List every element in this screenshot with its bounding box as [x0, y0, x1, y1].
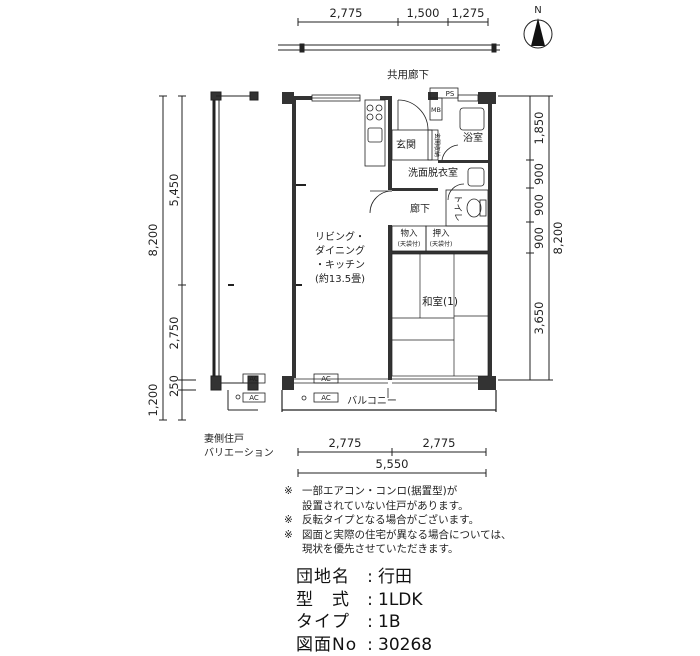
north-label: N — [534, 5, 541, 16]
dim-right-5: 3,650 — [532, 302, 546, 335]
notes: ※ 一部エアコン・コンロ(据置型)が 設置されていない住戸があります。 ※ 反転… — [284, 484, 511, 557]
info-key: 団地名 — [296, 566, 362, 589]
dim-left-small: 250 — [167, 375, 181, 397]
toilet-label: トイレ — [452, 194, 462, 221]
dim-right-1: 1,850 — [532, 112, 546, 145]
entrance-label: 玄関 — [396, 138, 416, 151]
note-mark: ※ — [284, 528, 293, 543]
ldk-label-3: ・キッチン — [315, 259, 365, 271]
closet-sub-label: (天袋付) — [430, 240, 453, 248]
tatami-mats — [392, 254, 488, 376]
dim-bottom-total: 5,550 — [376, 457, 409, 471]
note-text: 図面と実際の住宅が異なる場合については、 — [302, 528, 511, 543]
info-key: 型 式 — [296, 589, 362, 612]
ac-label-2: AC — [321, 394, 331, 402]
info-key: 図面No — [296, 634, 362, 656]
note-text-cont: 設置されていない住戸があります。 — [302, 499, 511, 514]
storage-label: 物入 — [400, 228, 418, 239]
info-value: 30268 — [378, 634, 432, 656]
dim-top-1: 2,775 — [330, 6, 363, 20]
ac-label-variation-2: AC — [249, 394, 259, 402]
japanese-room-label: 和室(1) — [422, 295, 458, 308]
north-compass: N — [524, 5, 552, 48]
note-text: 一部エアコン・コンロ(据置型)が — [302, 484, 511, 499]
dim-bottom-1: 2,775 — [329, 436, 362, 450]
info-value: 行田 — [378, 566, 412, 589]
dim-bottom-2: 2,775 — [423, 436, 456, 450]
dim-right-3: 900 — [532, 194, 546, 216]
left-dimension — [159, 96, 196, 420]
note-text: 反転タイプとなる場合がございます。 — [302, 513, 511, 528]
dim-right-total: 8,200 — [551, 222, 565, 255]
bath-window — [458, 95, 478, 101]
dim-left-3: 1,200 — [146, 384, 160, 417]
top-window — [312, 95, 360, 101]
dim-top-3: 1,275 — [452, 6, 485, 20]
variation-unit — [211, 92, 265, 410]
corridor-railing — [278, 44, 500, 52]
dim-left-total: 8,200 — [146, 224, 160, 257]
entrance-storage-label: 玄関収納 — [433, 133, 441, 157]
note-text-cont: 現状を優先させていただきます。 — [302, 542, 511, 557]
dim-top-2: 1,500 — [407, 6, 440, 20]
info-row-type: タイプ:1B — [296, 611, 432, 634]
dim-left-2: 2,750 — [167, 317, 181, 350]
ldk-label-4: (約13.5畳) — [315, 272, 365, 285]
note-item: ※ 一部エアコン・コンロ(据置型)が 設置されていない住戸があります。 — [284, 484, 511, 513]
hallway-label: 廊下 — [410, 202, 430, 215]
variation-label-2: バリエーション — [204, 447, 274, 459]
info-value: 1LDK — [378, 589, 423, 612]
info-row-drawing-no: 図面No:30268 — [296, 634, 432, 656]
ldk-marks — [296, 185, 306, 285]
info-block: 団地名:行田 型 式:1LDK タイプ:1B 図面No:30268 — [296, 566, 432, 656]
washroom-label: 洗面脱衣室 — [408, 166, 458, 179]
info-row-danchi: 団地名:行田 — [296, 566, 432, 589]
info-key: タイプ — [296, 611, 362, 634]
dim-right-2: 900 — [532, 163, 546, 185]
note-mark: ※ — [284, 484, 293, 499]
ps-label: PS — [446, 90, 455, 98]
closet-label: 押入 — [432, 228, 450, 239]
ldk-label-2: ダイニング — [315, 244, 365, 257]
note-item: ※ 図面と実際の住宅が異なる場合については、 現状を優先させていただきます。 — [284, 528, 511, 557]
info-row-type-format: 型 式:1LDK — [296, 589, 432, 612]
kitchen-counter — [365, 100, 385, 166]
corridor-shared-label: 共用廊下 — [387, 68, 429, 81]
mb-label: MB — [431, 106, 441, 114]
storage-sub-label: (天袋付) — [398, 240, 421, 248]
balcony-label: バルコニー — [347, 395, 397, 407]
dim-right-4: 900 — [532, 227, 546, 249]
dim-left-1: 5,450 — [167, 174, 181, 207]
ac-label-variation-1: AC — [249, 375, 259, 383]
ldk-label-1: リビング・ — [315, 230, 365, 243]
note-mark: ※ — [284, 513, 293, 528]
note-item: ※ 反転タイプとなる場合がございます。 — [284, 513, 511, 528]
ac-label-1: AC — [321, 375, 331, 383]
variation-label-1: 妻側住戸 — [204, 432, 244, 445]
info-value: 1B — [378, 611, 400, 634]
bathroom-label: 浴室 — [463, 131, 483, 144]
